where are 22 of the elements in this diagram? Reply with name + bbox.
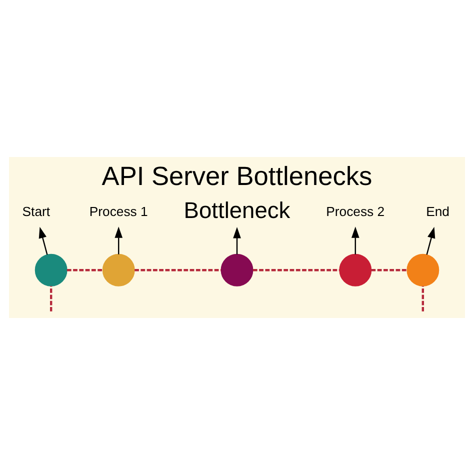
connector [66, 268, 102, 271]
node-text: Start [22, 203, 50, 218]
node-circle [406, 253, 440, 286]
node-circle [34, 253, 68, 286]
arrow [426, 226, 436, 254]
diagram-title: API Server Bottlenecks [102, 160, 372, 191]
connector [134, 268, 221, 271]
connector [252, 268, 340, 271]
connector [50, 286, 52, 311]
connector [422, 286, 424, 311]
node-text: Process 2 [326, 203, 385, 218]
arrow [114, 226, 123, 254]
node-text: Bottleneck [184, 196, 290, 223]
node-circle [102, 253, 135, 286]
node-circle [339, 253, 372, 286]
node-text: End [426, 203, 450, 218]
node-text: Process 1 [89, 203, 148, 218]
node-circle [220, 253, 254, 286]
arrow [233, 226, 241, 254]
connector [371, 268, 407, 271]
arrow [38, 226, 48, 254]
arrow [351, 226, 360, 254]
